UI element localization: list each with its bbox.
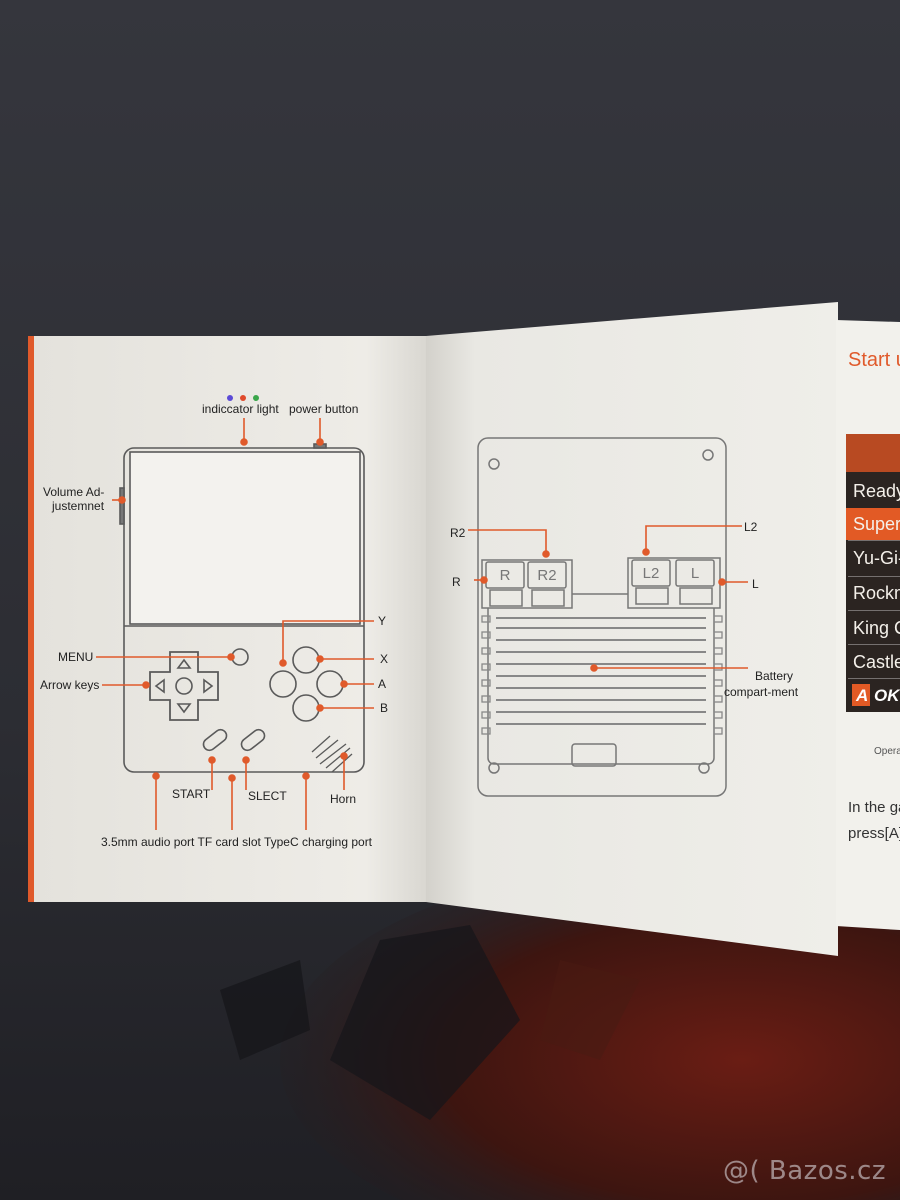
shoulder-l2-glyph: L2 bbox=[643, 565, 660, 582]
label-indicator-light: indiccator light bbox=[202, 402, 279, 416]
label-volume-line1: Volume Ad- bbox=[43, 485, 104, 499]
label-ports: 3.5mm audio port TF card slot TypeC char… bbox=[101, 835, 373, 849]
label-a: A bbox=[378, 677, 386, 691]
label-battery-line2: compart-ment bbox=[724, 685, 799, 699]
ok-key-badge bbox=[852, 684, 870, 706]
label-arrow-keys: Arrow keys bbox=[40, 678, 99, 692]
shoulder-r2-glyph: R2 bbox=[537, 567, 556, 584]
ok-key: A bbox=[855, 686, 868, 705]
third-page-text-line2: press[A] bbox=[848, 825, 900, 842]
ok-label: OK bbox=[874, 686, 900, 705]
menu-highlight bbox=[846, 508, 900, 540]
label-r2: R2 bbox=[450, 526, 466, 540]
label-b: B bbox=[380, 701, 388, 715]
label-battery-line1: Battery bbox=[755, 669, 793, 683]
label-select: SLECT bbox=[248, 789, 287, 803]
third-page-heading: Start u bbox=[848, 349, 900, 371]
menu-item: Super bbox=[853, 514, 900, 534]
shoulder-r-glyph: R bbox=[500, 567, 511, 584]
shoulder-l-glyph: L bbox=[691, 565, 699, 582]
watermark: @( Bazos.cz bbox=[723, 1156, 886, 1186]
menu-item: Ready bbox=[853, 481, 900, 501]
indicator-dot-green bbox=[253, 395, 259, 401]
label-power-button: power button bbox=[289, 402, 358, 416]
menu-item: Castle bbox=[853, 652, 900, 672]
label-l: L bbox=[752, 577, 759, 591]
menu-item: King C bbox=[853, 618, 900, 638]
label-volume-line2: justemnet bbox=[51, 499, 105, 513]
third-page-note: Opera bbox=[874, 746, 900, 757]
label-r: R bbox=[452, 575, 461, 589]
label-x: X bbox=[380, 652, 388, 666]
label-y: Y bbox=[378, 614, 386, 628]
label-menu: MENU bbox=[58, 650, 93, 664]
label-l2: L2 bbox=[744, 520, 758, 534]
indicator-dot-blue bbox=[227, 395, 233, 401]
label-start: START bbox=[172, 787, 211, 801]
menu-item: Rockm bbox=[853, 583, 900, 603]
menu-item: Yu-Gi- bbox=[853, 548, 900, 568]
label-horn: Horn bbox=[330, 792, 356, 806]
indicator-dot-red bbox=[240, 395, 246, 401]
third-page-text-line1: In the ga bbox=[848, 799, 900, 816]
